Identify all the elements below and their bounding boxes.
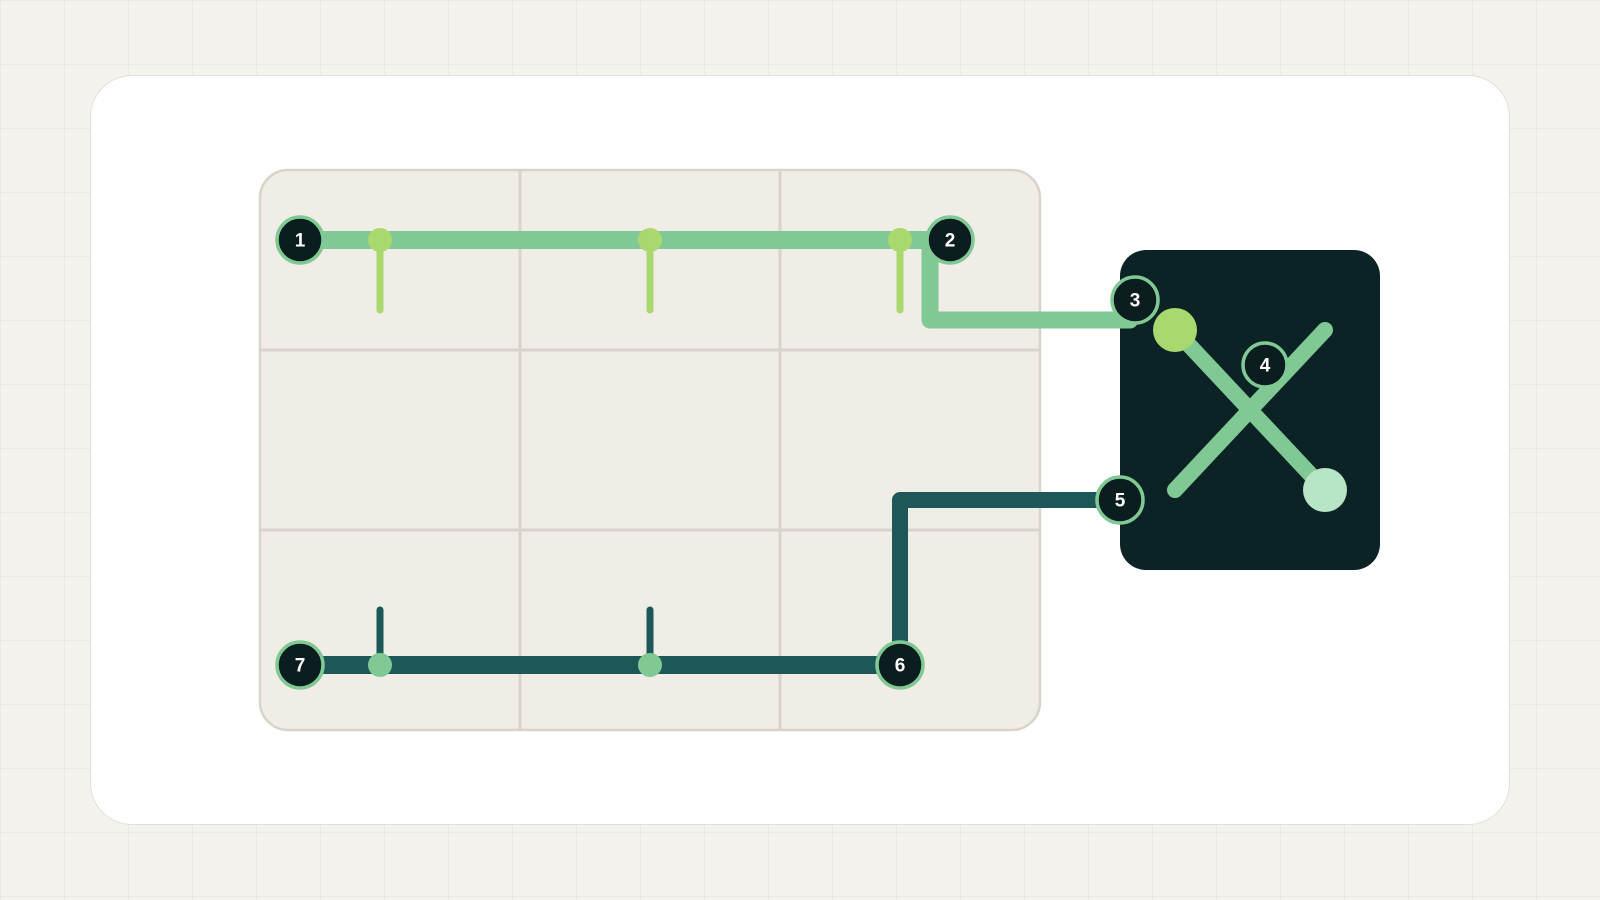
bottom-bus bbox=[300, 606, 900, 677]
marker-4-label: 4 bbox=[1260, 356, 1271, 377]
connector-5-to-6 bbox=[892, 492, 1120, 665]
marker-2: 2 bbox=[925, 215, 975, 265]
module-cross bbox=[1153, 308, 1347, 512]
marker-7: 7 bbox=[275, 640, 325, 690]
grid-panel bbox=[258, 168, 1042, 732]
marker-5: 5 bbox=[1095, 475, 1145, 525]
top-bus bbox=[300, 228, 950, 314]
marker-2-label: 2 bbox=[945, 231, 956, 252]
marker-3-label: 3 bbox=[1130, 291, 1141, 312]
top-junction-dot-1 bbox=[368, 228, 392, 252]
bottom-junction-dot-2 bbox=[638, 653, 662, 677]
cross-line-b bbox=[1167, 322, 1333, 498]
marker-6-label: 6 bbox=[895, 656, 906, 677]
marker-6: 6 bbox=[875, 640, 925, 690]
top-junction-dot-2 bbox=[638, 228, 662, 252]
grid-panel-background bbox=[258, 168, 1042, 732]
bottom-junction-dot-1 bbox=[368, 653, 392, 677]
marker-1-label: 1 bbox=[295, 231, 306, 252]
marker-1: 1 bbox=[275, 215, 325, 265]
marker-7-label: 7 bbox=[295, 656, 306, 677]
connector-2-to-3 bbox=[921, 236, 1139, 329]
module-node-lime bbox=[1153, 308, 1197, 352]
top-junction-dot-3 bbox=[888, 228, 912, 252]
module-node-pale bbox=[1303, 468, 1347, 512]
marker-3: 3 bbox=[1110, 275, 1160, 325]
marker-4: 4 bbox=[1241, 341, 1289, 389]
marker-5-label: 5 bbox=[1115, 491, 1126, 512]
